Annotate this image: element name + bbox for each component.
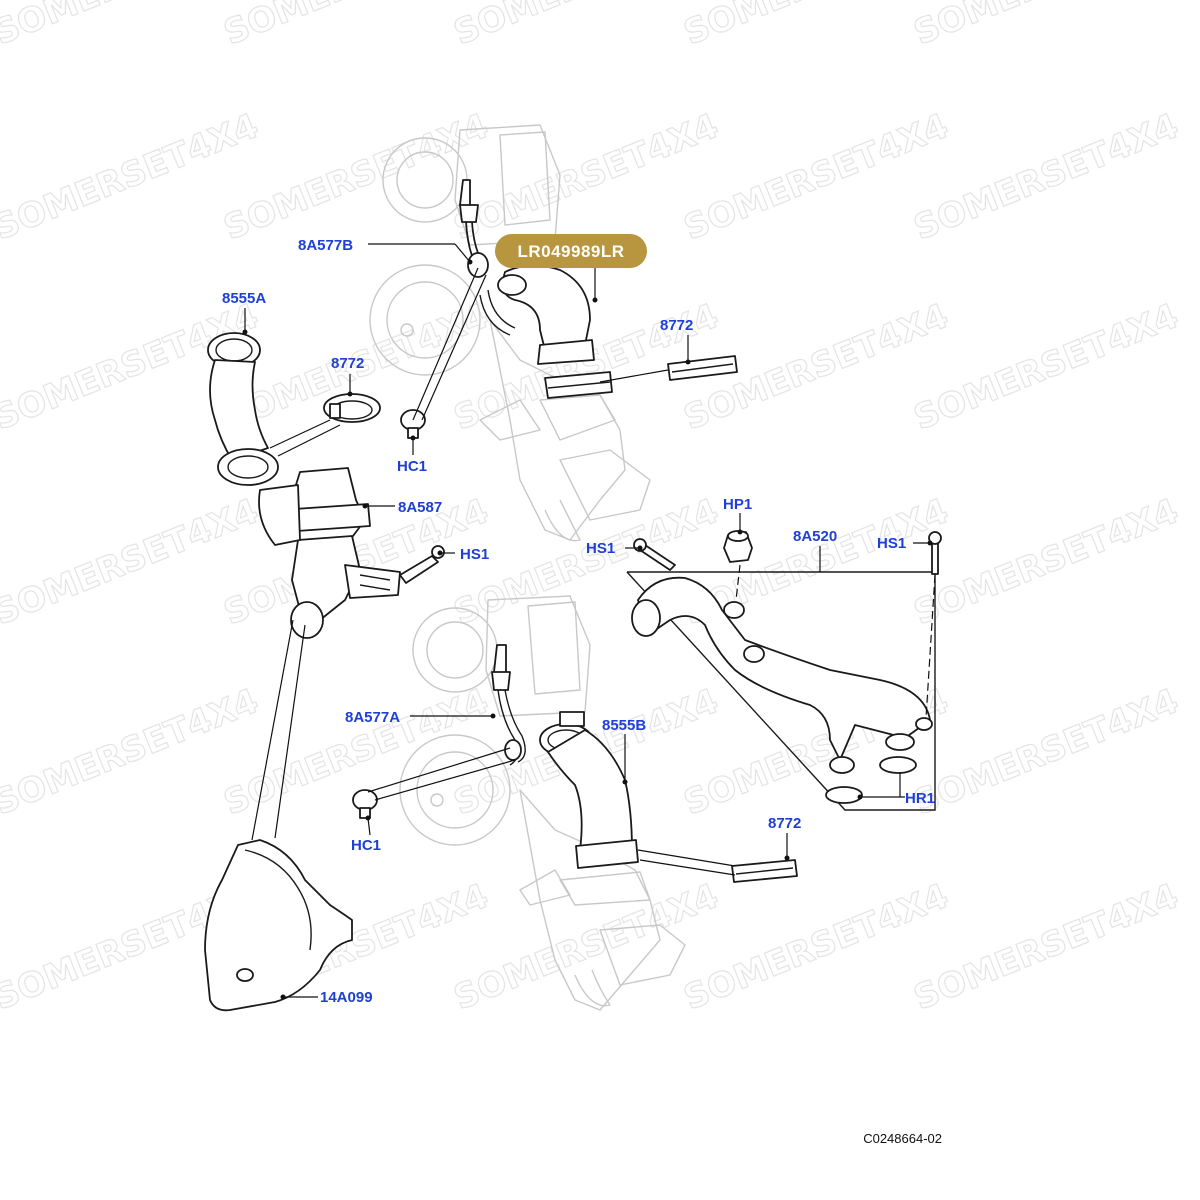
pipe-8a520-group[interactable] bbox=[626, 571, 936, 811]
label-hs1[interactable]: HS1 bbox=[877, 535, 906, 552]
label-8555b[interactable]: 8555B bbox=[602, 717, 646, 734]
clamp-8772-bottom[interactable] bbox=[731, 859, 798, 883]
label-8772[interactable]: 8772 bbox=[660, 317, 693, 334]
watermark-text: SOMERSET4X4 bbox=[908, 106, 1184, 248]
hose-8555a[interactable] bbox=[207, 332, 279, 486]
clamp-8772-top[interactable] bbox=[544, 371, 613, 399]
hose-8555b[interactable] bbox=[539, 711, 639, 869]
label-8a587[interactable]: 8A587 bbox=[398, 499, 442, 516]
label-hr1[interactable]: HR1 bbox=[905, 790, 935, 807]
watermark-text: SOMERSET4X4 bbox=[908, 681, 1184, 823]
watermark-text: SOMERSET4X4 bbox=[908, 876, 1184, 1018]
label-8772[interactable]: 8772 bbox=[768, 815, 801, 832]
badge-background bbox=[495, 234, 647, 268]
diagram-reference: C0248664-02 bbox=[863, 1131, 942, 1146]
watermark-text: SOMERSET4X4 bbox=[448, 876, 724, 1018]
leader-lines bbox=[242, 243, 936, 1000]
watermark-text: SOMERSET4X4 bbox=[908, 0, 1184, 53]
highlight-badge[interactable]: LR049989LR bbox=[495, 234, 647, 268]
watermark-text: SOMERSET4X4 bbox=[448, 106, 724, 248]
label-8555a[interactable]: 8555A bbox=[222, 290, 266, 307]
part-number-badge: LR049989LR bbox=[517, 242, 624, 261]
clip-hc1-top[interactable] bbox=[400, 409, 426, 439]
orings-hr1[interactable] bbox=[825, 756, 917, 804]
label-8a577b[interactable]: 8A577B bbox=[298, 237, 353, 254]
watermark-text: SOMERSET4X4 bbox=[678, 106, 954, 248]
label-hp1[interactable]: HP1 bbox=[723, 496, 752, 513]
watermark-text: SOMERSET4X4 bbox=[908, 491, 1184, 633]
clip-hc1-bottom[interactable] bbox=[352, 789, 378, 819]
housing-8a587[interactable] bbox=[258, 467, 401, 639]
label-14a099[interactable]: 14A099 bbox=[320, 989, 373, 1006]
ghost-engine-top bbox=[369, 124, 651, 542]
label-hc1[interactable]: HC1 bbox=[397, 458, 427, 475]
part-labels: 8A577B 8555A 8772 8772 HC1 8A587 HS1 HP1… bbox=[222, 237, 935, 1006]
label-8772[interactable]: 8772 bbox=[331, 355, 364, 372]
watermark-text: SOMERSET4X4 bbox=[908, 296, 1184, 438]
clamp-8772-top-right[interactable] bbox=[667, 355, 738, 381]
plug-hp1[interactable] bbox=[723, 530, 753, 563]
label-hs1[interactable]: HS1 bbox=[460, 546, 489, 563]
watermark-text: SOMERSET4X4 bbox=[678, 876, 954, 1018]
label-8a520[interactable]: 8A520 bbox=[793, 528, 837, 545]
bolt-hs1-right[interactable] bbox=[928, 531, 942, 575]
label-hc1[interactable]: HC1 bbox=[351, 837, 381, 854]
cover-14a099[interactable] bbox=[204, 839, 353, 1012]
label-hs1[interactable]: HS1 bbox=[586, 540, 615, 557]
hose-8a577a[interactable] bbox=[491, 644, 526, 766]
label-8a577a[interactable]: 8A577A bbox=[345, 709, 400, 726]
clamp-8772-left[interactable] bbox=[323, 393, 381, 423]
pipe-lr049989lr[interactable] bbox=[479, 264, 595, 365]
